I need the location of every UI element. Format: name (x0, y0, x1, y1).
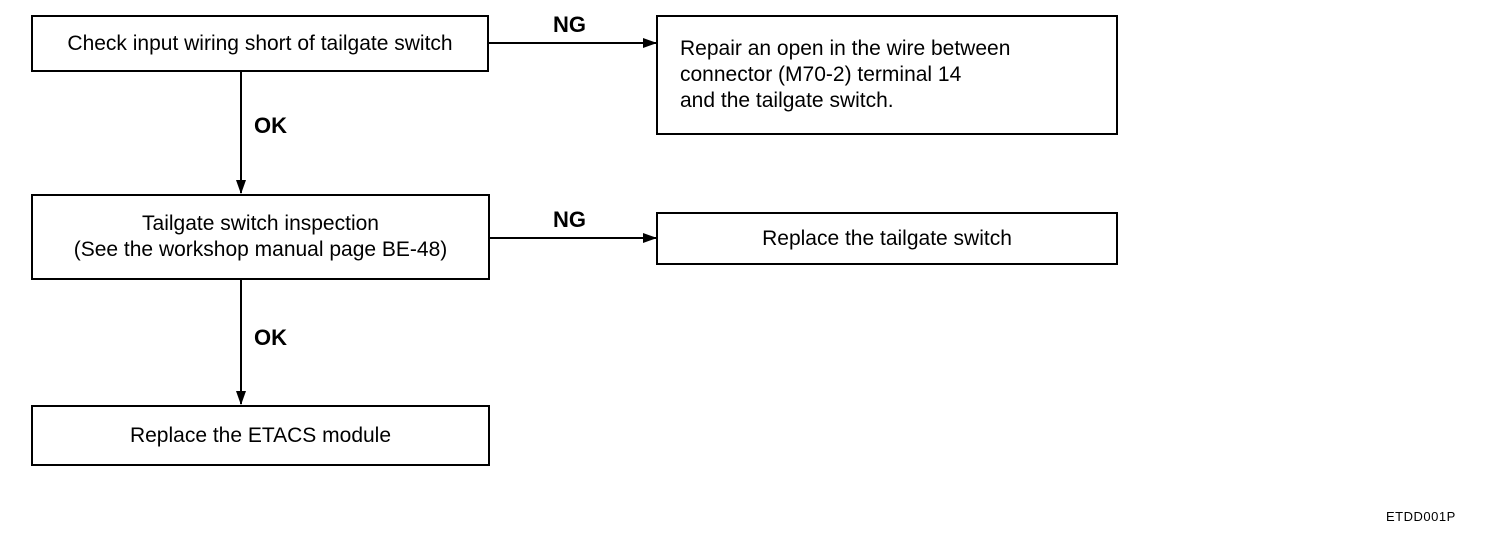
step-text-line: Replace the ETACS module (129, 423, 392, 447)
step-text-line: Tailgate switch inspection (142, 212, 379, 235)
step-text-line: (See the workshop manual page BE-48) (73, 238, 448, 261)
edge-label-ok-first: OK (254, 113, 287, 138)
remedy-text-line: Replace the tailgate switch (762, 226, 1012, 250)
step-replace-etacs-module: Replace the ETACS module (31, 405, 490, 466)
edge-label-ok-second: OK (254, 325, 287, 350)
remedy-repair-open-wire: Repair an open in the wire between conne… (656, 15, 1118, 135)
remedy-replace-tailgate-switch: Replace the tailgate switch (656, 212, 1118, 265)
edge-label-ng-second: NG (553, 207, 586, 232)
remedy-text-line: Repair an open in the wire between (680, 37, 1011, 60)
remedy-text-line: connector (M70-2) terminal 14 (680, 63, 962, 86)
step-text-line: Check input wiring short of tailgate swi… (67, 31, 453, 55)
remedy-text-line: and the tailgate switch. (680, 89, 894, 112)
figure-id: ETDD001P (1386, 509, 1456, 524)
step-tailgate-switch-inspection: Tailgate switch inspection (See the work… (31, 194, 490, 280)
edge-label-ng-first: NG (553, 12, 586, 37)
step-check-input-wiring: Check input wiring short of tailgate swi… (31, 15, 489, 72)
